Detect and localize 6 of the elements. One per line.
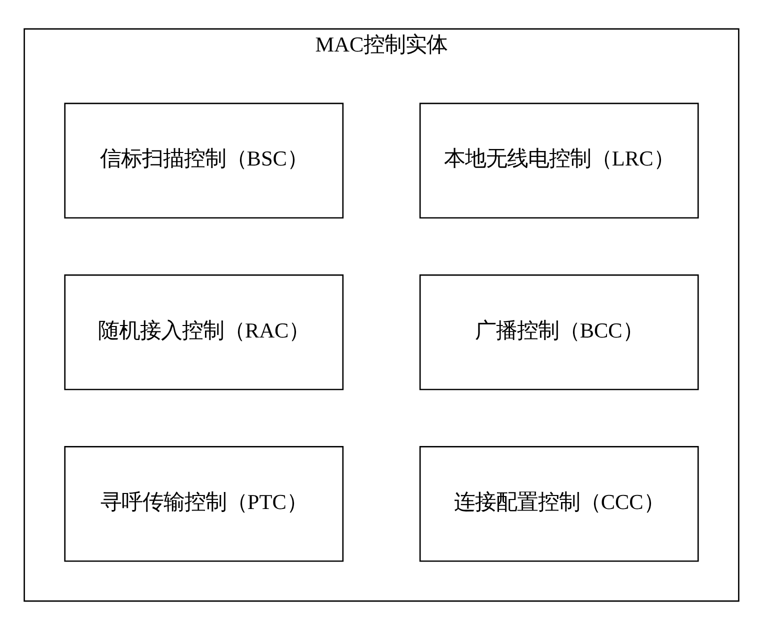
node-box: 广播控制（BCC） (419, 274, 699, 390)
node-box: 信标扫描控制（BSC） (64, 102, 344, 219)
node-box: 随机接入控制（RAC） (64, 274, 344, 390)
node-box: 寻呼传输控制（PTC） (64, 446, 344, 562)
node-box: 连接配置控制（CCC） (419, 446, 699, 562)
node-box: 本地无线电控制（LRC） (419, 102, 699, 219)
